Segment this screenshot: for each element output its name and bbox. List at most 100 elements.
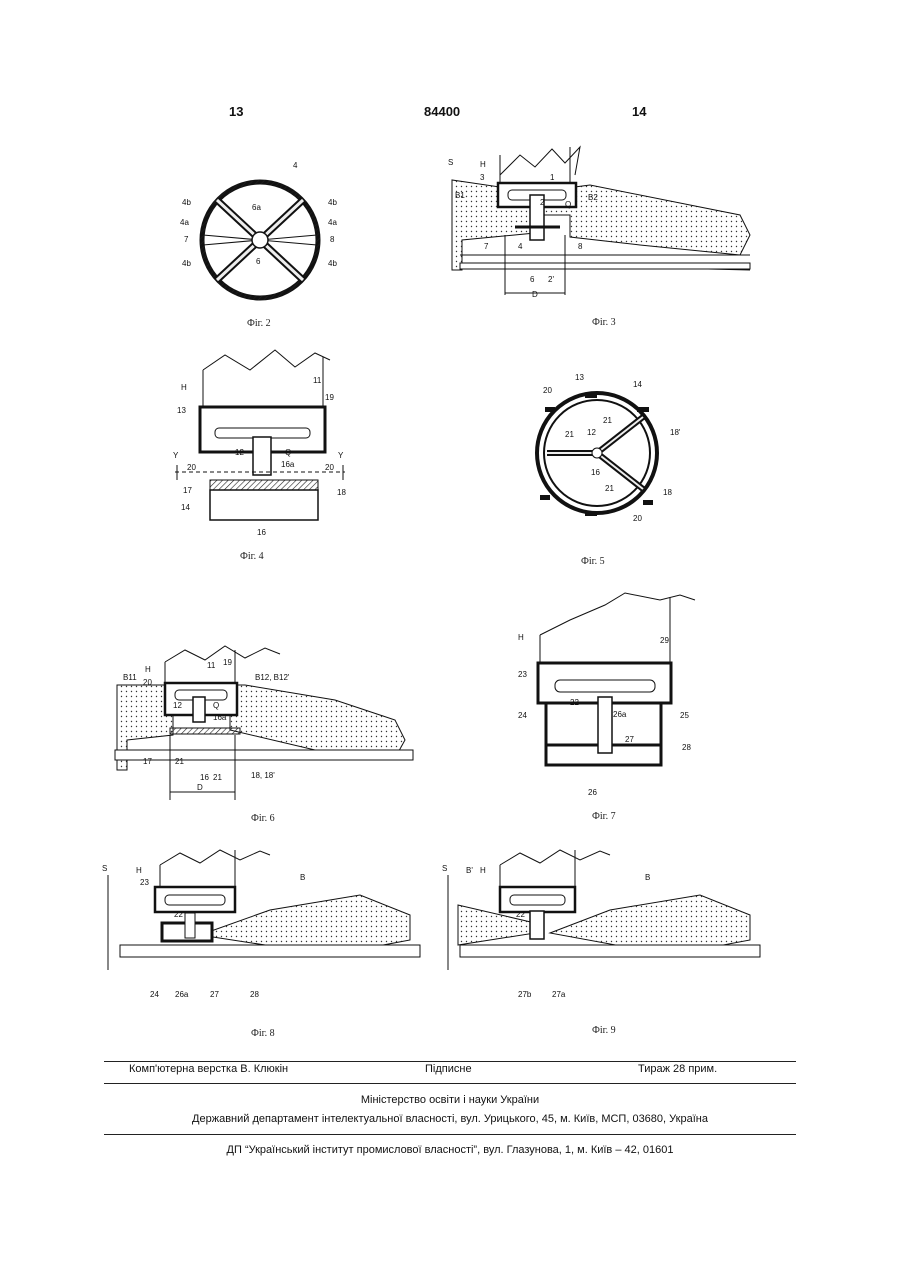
fig2-label: 4 (293, 161, 298, 170)
fig8-label: B (300, 873, 305, 882)
fig7-label: 28 (682, 743, 691, 752)
fig2-label: 6a (252, 203, 261, 212)
page-number-right: 14 (632, 104, 646, 119)
fig6-label: 19 (223, 658, 232, 667)
fig8-label: 27 (210, 990, 219, 999)
fig9-label: 27b (518, 990, 532, 999)
fig3-label: S (448, 158, 453, 167)
footer-rule-bottom (104, 1134, 796, 1135)
fig6-label: D (197, 783, 203, 792)
figure-3: S H 3 1 2 Q B1 B2 7 4 8 6 2' D (440, 145, 770, 305)
fig4-label: Y (173, 451, 179, 460)
fig3-label: H (480, 160, 486, 169)
fig4-label: 16 (257, 528, 266, 537)
fig5-label: 16 (591, 468, 600, 477)
fig8-label: 28 (250, 990, 259, 999)
fig3-label: 1 (550, 173, 555, 182)
fig4-label: 20 (187, 463, 196, 472)
fig6-label: Q (213, 701, 219, 710)
fig5-label: 21 (565, 430, 574, 439)
figure-5: 13 14 20 21 18' 12 21 16 21 18 20 (525, 365, 695, 525)
fig4-label: 14 (181, 503, 190, 512)
fig2-label: 7 (184, 235, 189, 244)
fig8-label: 26a (175, 990, 189, 999)
fig5-label: 14 (633, 380, 642, 389)
fig9-label: 27a (552, 990, 566, 999)
fig8-label: 22 (174, 910, 183, 919)
fig6-label: 16 (200, 773, 209, 782)
fig4-label: 19 (325, 393, 334, 402)
fig5-label: 12 (587, 428, 596, 437)
fig5-label: 20 (633, 514, 642, 523)
fig8-label: 24 (150, 990, 159, 999)
fig2-label: 6 (256, 257, 261, 266)
fig3-label: D (532, 290, 538, 299)
fig5-label: 18' (670, 428, 681, 437)
fig6-label: 12 (173, 701, 182, 710)
figure-2: 4 4b 4a 7 4b 6a 6 4b 4a 8 4b (170, 150, 350, 320)
fig3-label: 2' (548, 275, 554, 284)
fig4-caption: Фіг. 4 (240, 551, 264, 562)
fig4-label: 11 (313, 376, 322, 385)
footer-ministry: Міністерство освіти і науки України (104, 1094, 796, 1106)
fig7-label: 24 (518, 711, 527, 720)
fig7-label: 26a (613, 710, 627, 719)
fig5-label: 20 (543, 386, 552, 395)
page-number-left: 13 (229, 104, 243, 119)
fig6-label: 18, 18' (251, 771, 275, 780)
fig7-label: H (518, 633, 524, 642)
fig4-label: 18 (337, 488, 346, 497)
fig7-label: 22 (570, 698, 579, 707)
fig3-label: 8 (578, 242, 583, 251)
fig2-label: 4a (180, 218, 189, 227)
fig3-label: Q (565, 200, 571, 209)
fig9-label: H (480, 866, 486, 875)
fig2-label: 4b (328, 198, 337, 207)
figure-6: B11 H 20 11 19 B12, B12' 12 Q 16a 17 21 … (105, 640, 420, 805)
fig3-caption: Фіг. 3 (592, 317, 616, 328)
fig2-label: 4b (182, 198, 191, 207)
fig6-label: 11 (207, 661, 216, 670)
fig8-caption: Фіг. 8 (251, 1028, 275, 1039)
fig9-label: B' (466, 866, 473, 875)
fig6-label: 16a (213, 713, 227, 722)
fig3-label: 6 (530, 275, 535, 284)
fig3-label: 3 (480, 173, 485, 182)
fig8-label: H (136, 866, 142, 875)
fig4-label: 12 (235, 448, 244, 457)
fig7-label: 26 (588, 788, 597, 797)
fig3-label: B1 (455, 191, 465, 200)
fig7-label: 25 (680, 711, 689, 720)
fig6-label: 21 (175, 757, 184, 766)
fig7-label: 23 (518, 670, 527, 679)
fig4-label: 16a (281, 460, 295, 469)
figure-7: H 29 23 22 26a 25 24 27 28 26 (510, 585, 710, 800)
fig6-label: 21 (213, 773, 222, 782)
fig3-label: 7 (484, 242, 489, 251)
fig6-label: 17 (143, 757, 152, 766)
fig2-label: 4b (328, 259, 337, 268)
fig2-caption: Фіг. 2 (247, 318, 271, 329)
fig4-label: 17 (183, 486, 192, 495)
figure-8: S H 23 B 22 24 26a 27 28 (100, 845, 430, 1000)
fig5-label: 13 (575, 373, 584, 382)
footer-department: Державний департамент інтелектуальної вл… (104, 1113, 796, 1125)
fig4-label: 13 (177, 406, 186, 415)
fig2-label: 4a (328, 218, 337, 227)
footer-enterprise: ДП “Український інститут промислової вла… (104, 1144, 796, 1156)
fig2-label: 4b (182, 259, 191, 268)
fig8-label: S (102, 864, 107, 873)
fig9-label: S (442, 864, 447, 873)
fig6-label: H (145, 665, 151, 674)
footer-circulation: Тираж 28 прим. (638, 1063, 717, 1075)
fig5-label: 21 (603, 416, 612, 425)
fig5-label: 21 (605, 484, 614, 493)
footer-layout-credit: Комп'ютерна верстка В. Клюкін (129, 1063, 288, 1075)
fig7-caption: Фіг. 7 (592, 811, 616, 822)
fig9-label: B (645, 873, 650, 882)
fig3-label: B2 (588, 193, 598, 202)
fig5-label: 18 (663, 488, 672, 497)
fig5-caption: Фіг. 5 (581, 556, 605, 567)
fig9-caption: Фіг. 9 (592, 1025, 616, 1036)
footer-rule-top (104, 1061, 796, 1062)
